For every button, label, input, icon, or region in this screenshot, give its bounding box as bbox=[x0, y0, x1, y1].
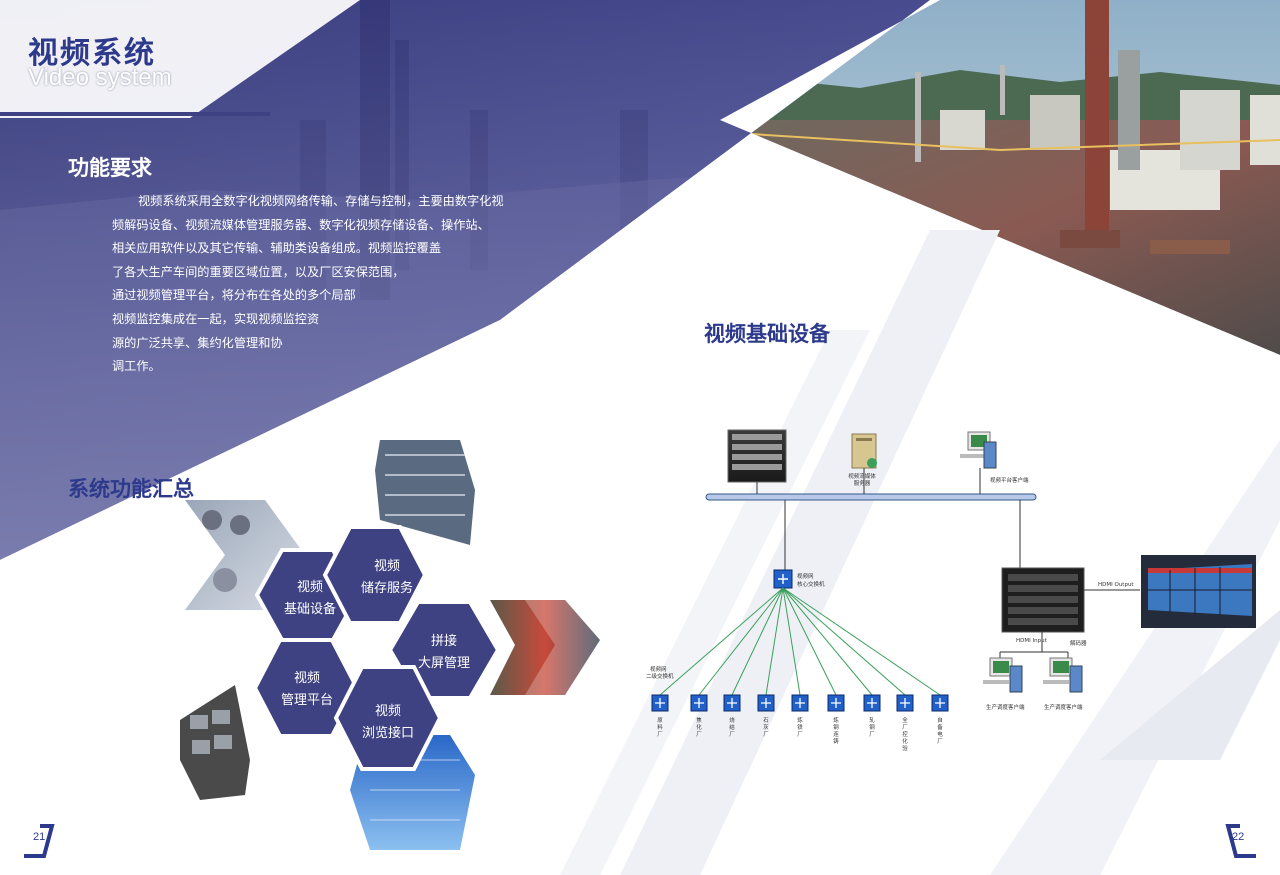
requirements-line: 源的广泛共享、集约化管理和协 bbox=[112, 335, 283, 350]
plant-switch: 自备电厂 bbox=[931, 694, 949, 745]
plant-label: 烧结厂 bbox=[729, 716, 735, 738]
decoder-icon bbox=[1001, 567, 1085, 633]
hex-label-line1: 拼接 bbox=[431, 633, 457, 649]
plant-switch: 炼钢连铸 bbox=[827, 694, 845, 745]
plant-label: 原料厂 bbox=[657, 717, 663, 738]
platform-client-icon bbox=[960, 431, 997, 469]
requirements-line: 相关应用软件以及其它传输、辅助类设备组成。视频监控覆盖 bbox=[112, 241, 442, 256]
secondary-switch-label-2: 二级交换机 bbox=[646, 672, 674, 680]
dispatch-client-icon bbox=[1043, 657, 1083, 693]
page-number-right: 22 bbox=[1232, 831, 1245, 843]
core-switch-label-2: 核心交换机 bbox=[797, 580, 825, 588]
requirements-heading: 功能要求 bbox=[68, 156, 152, 180]
plant-label: 全厂控化验 bbox=[902, 716, 908, 752]
hex-management-platform: 视频 管理平台 bbox=[252, 638, 360, 738]
hex-label-line1: 视频 bbox=[374, 559, 400, 574]
video-wall-photo bbox=[1141, 555, 1256, 628]
page-title: 视频系统 bbox=[28, 36, 156, 71]
requirements-line: 了各大生产车间的重要区域位置，以及厂区安保范围， bbox=[112, 264, 405, 279]
storage-array-icon bbox=[727, 429, 787, 483]
plant-switch: 烧结厂 bbox=[723, 694, 741, 738]
hex-label-line1: 视频 bbox=[297, 580, 323, 595]
photo-arrow-control-room bbox=[490, 600, 600, 695]
requirements-line: 视频系统采用全数字化视频网络传输、存储与控制，主要由数字化视 bbox=[138, 194, 504, 208]
hex-browse-interface: 视频 浏览接口 bbox=[333, 665, 443, 771]
hex-label-line2: 大屏管理 bbox=[418, 656, 470, 671]
requirements-line: 视频监控集成在一起，实现视频监控资 bbox=[112, 311, 320, 326]
network-diagram: 视频流媒体 服务器 视频平台客户端 视频网 核心交换机 bbox=[646, 429, 1256, 752]
hex-label-line1: 视频 bbox=[294, 671, 320, 686]
dispatch-client-label: 生产调度客户端 bbox=[1044, 703, 1083, 711]
plant-label: 轧钢厂 bbox=[869, 716, 875, 738]
equipment-heading: 视频基础设备 bbox=[704, 322, 830, 346]
decoder-label: 解码器 bbox=[1070, 639, 1087, 647]
function-summary-graphic: 视频 基础设备 视频 储存服务 拼接 大屏管理 视频 管理平台 视频 浏览接口 bbox=[180, 440, 600, 850]
hex-label-line2: 浏览接口 bbox=[362, 725, 414, 741]
plant-switch: 原料厂 bbox=[651, 694, 669, 738]
page-subtitle: Video system bbox=[28, 64, 172, 91]
plant-label: 炼铁厂 bbox=[797, 716, 803, 738]
plant-label: 焦化厂 bbox=[696, 716, 702, 738]
core-switch-icon bbox=[773, 569, 793, 589]
media-server-icon bbox=[851, 433, 877, 469]
plant-switches: 原料厂 焦化厂 烧结厂 石灰厂 炼铁厂 炼钢连铸 轧钢厂 全厂控化验 自备电厂 bbox=[651, 694, 949, 752]
plant-label: 石灰厂 bbox=[763, 717, 769, 738]
hdmi-input-label: HDMI Input bbox=[1016, 638, 1048, 644]
requirements-line: 通过视频管理平台，将分布在各处的多个局部 bbox=[112, 288, 356, 303]
secondary-switch-label: 视频网 bbox=[650, 665, 667, 673]
fanout-links bbox=[659, 587, 941, 696]
hex-label-line2: 基础设备 bbox=[284, 601, 336, 617]
dispatch-client-label: 生产调度客户端 bbox=[986, 703, 1025, 711]
core-switch-label: 视频网 bbox=[797, 572, 814, 580]
plant-switch: 炼铁厂 bbox=[791, 694, 809, 738]
media-server-label: 视频流媒体 bbox=[848, 472, 876, 480]
photo-arrow-monitors bbox=[180, 685, 250, 800]
hex-label-line1: 视频 bbox=[375, 704, 401, 719]
hex-label-line2: 储存服务 bbox=[361, 580, 413, 596]
summary-heading: 系统功能汇总 bbox=[68, 477, 194, 501]
hex-label-line2: 管理平台 bbox=[281, 693, 333, 708]
photo-arrow-server-room bbox=[375, 440, 475, 545]
hdmi-output-label: HDMI Output bbox=[1098, 582, 1134, 588]
media-server-label-2: 服务器 bbox=[854, 479, 871, 487]
plant-switch: 石灰厂 bbox=[757, 694, 775, 738]
plant-label: 自备电厂 bbox=[937, 716, 943, 745]
hex-storage-service: 视频 储存服务 bbox=[322, 525, 428, 625]
platform-client-label: 视频平台客户端 bbox=[990, 476, 1029, 484]
requirements-line: 频解码设备、视频流媒体管理服务器、数字化视频存储设备、操作站、 bbox=[112, 217, 490, 232]
dispatch-client-icon bbox=[983, 657, 1023, 693]
plant-switch: 焦化厂 bbox=[690, 694, 708, 738]
page-number-left: 21 bbox=[33, 831, 46, 843]
requirements-paragraph: 视频系统采用全数字化视频网络传输、存储与控制，主要由数字化视 频解码设备、视频流… bbox=[112, 190, 542, 379]
requirements-line: 调工作。 bbox=[112, 359, 161, 374]
plant-switch: 全厂控化验 bbox=[896, 694, 914, 752]
plant-label: 炼钢连铸 bbox=[833, 716, 839, 745]
plant-switch: 轧钢厂 bbox=[863, 694, 881, 738]
